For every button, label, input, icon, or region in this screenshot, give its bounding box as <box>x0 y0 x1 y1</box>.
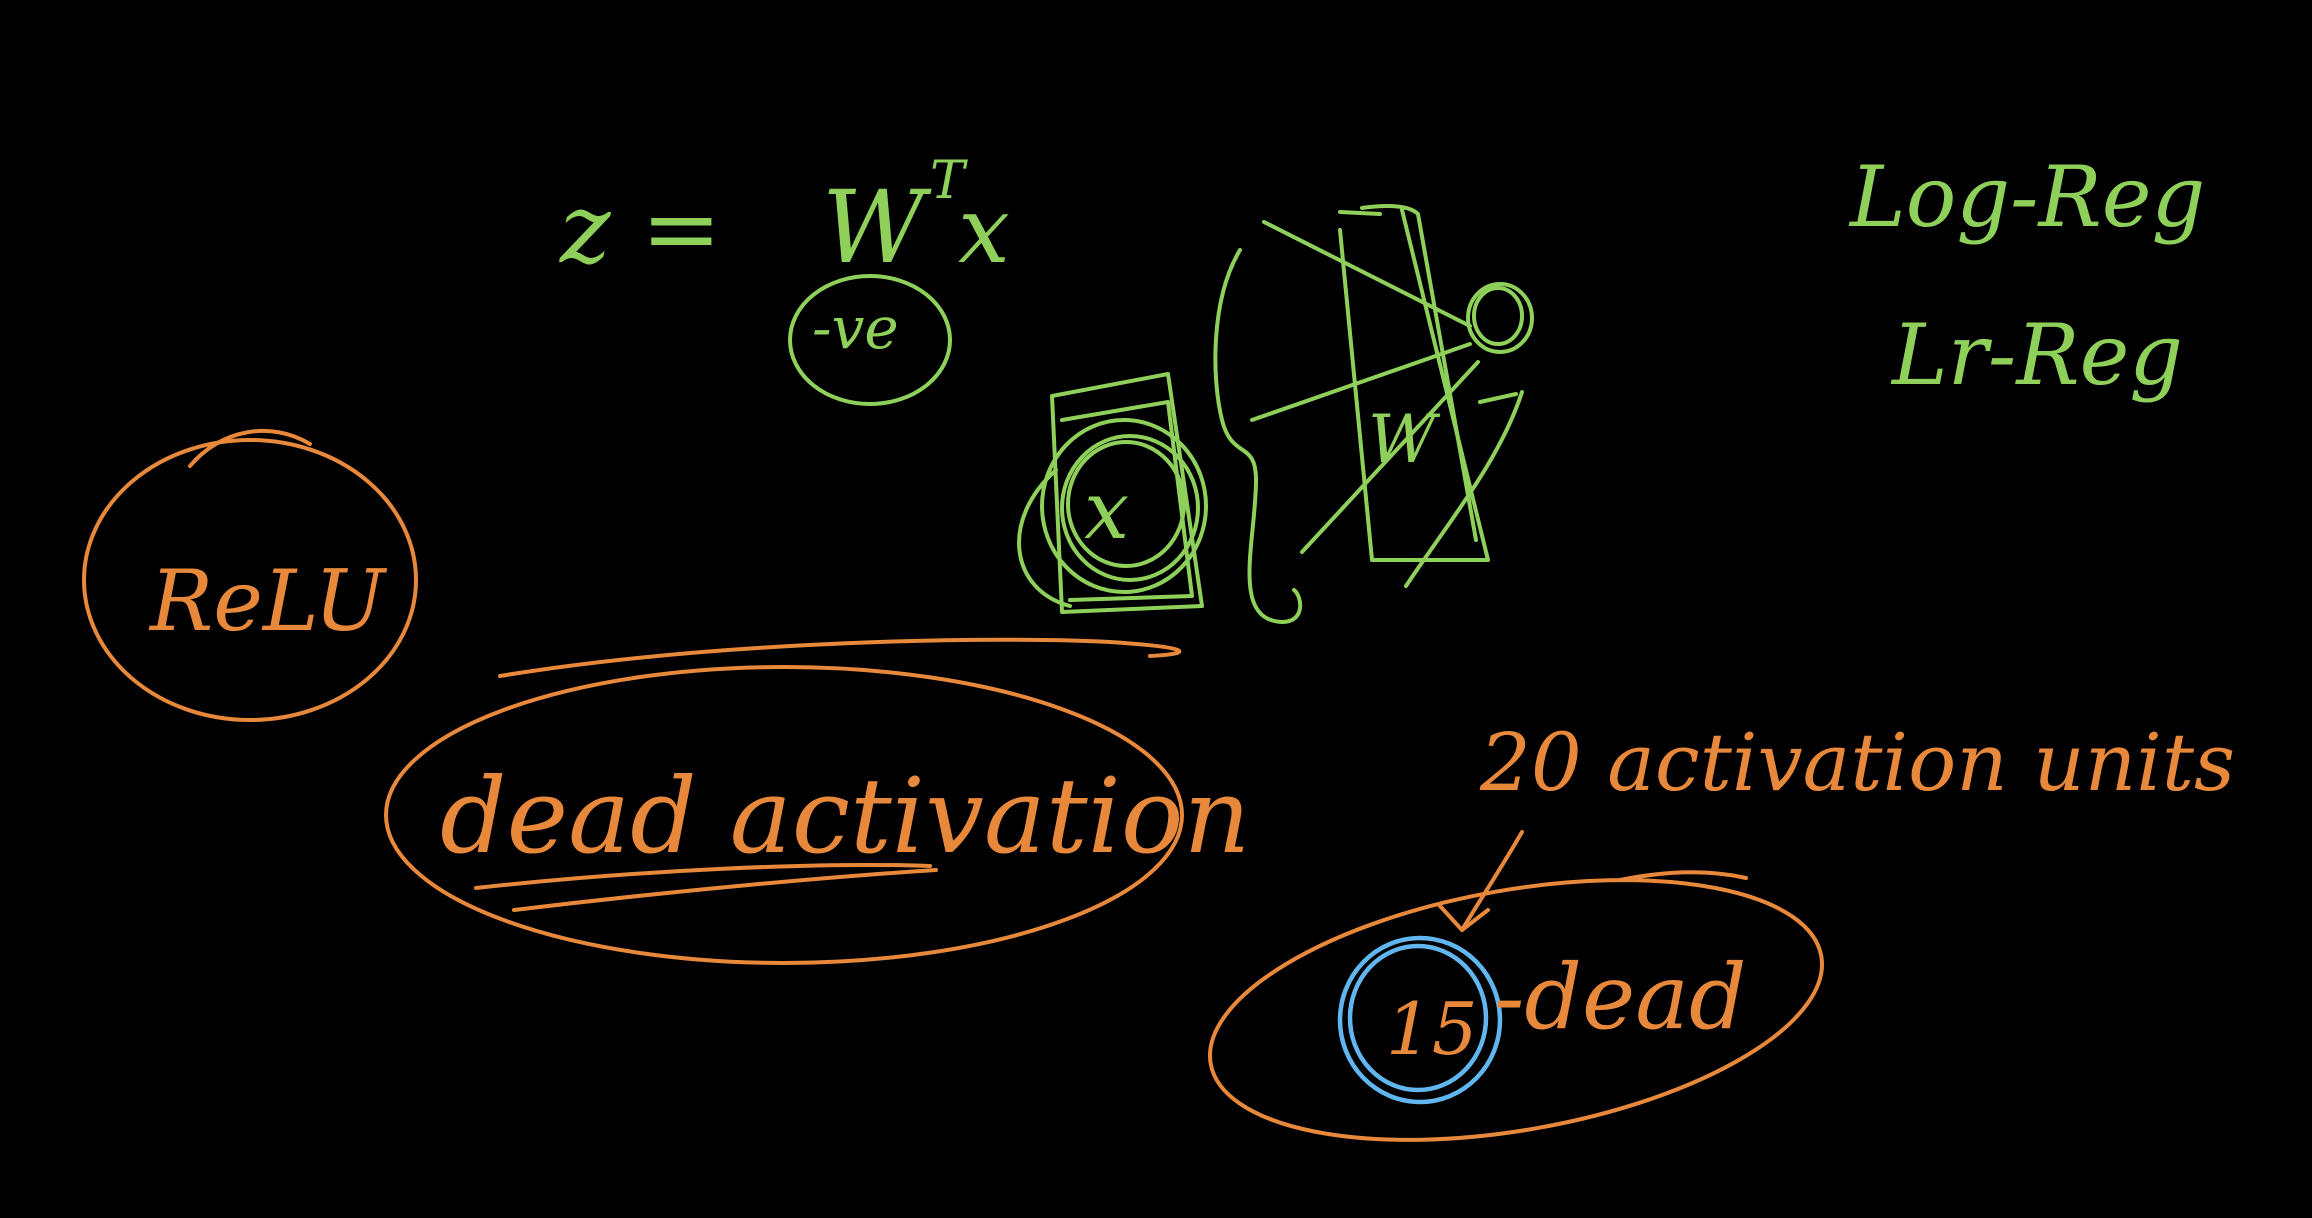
input-circle-outer <box>1040 418 1208 594</box>
dead-activation-ellipse <box>384 665 1184 965</box>
equation-group: z = W T x <box>559 151 1010 286</box>
output-node-circle <box>1466 282 1534 354</box>
relu-circle-tail <box>188 428 312 468</box>
dead-underline-1 <box>474 862 932 890</box>
relu-circle <box>82 438 418 722</box>
network-diagram: x W <box>1017 204 1534 624</box>
output-node-inner <box>1472 286 1524 346</box>
relu-label: ReLU <box>148 552 388 650</box>
input-layer-box <box>1050 372 1204 614</box>
units-arrow-head <box>1438 904 1490 932</box>
dead-activation-oval <box>498 637 1182 678</box>
dead-word: -dead <box>1494 945 1747 1050</box>
note-lr-reg: Lr-Reg <box>1890 306 2183 404</box>
arrow-lower <box>1404 390 1524 588</box>
dead-underline-2 <box>512 868 938 912</box>
hidden-layer-top-line <box>1338 210 1382 216</box>
note-log-reg: Log-Reg <box>1848 148 2205 246</box>
side-notes: Log-Reg Lr-Reg <box>1848 148 2205 404</box>
input-circle-mid <box>1060 434 1200 582</box>
relu-group: ReLU <box>82 428 418 722</box>
dead-count-ellipse-tail <box>1618 870 1748 882</box>
input-circle-inner <box>1066 440 1186 568</box>
equation-lhs: z = <box>559 173 722 285</box>
brace-curve <box>1213 248 1303 624</box>
input-circle-left-arc <box>1017 468 1072 608</box>
dead-activation-label: dead activation <box>440 755 1250 877</box>
units-note-group: 20 activation units <box>1438 716 2235 932</box>
input-label: x <box>1084 464 1129 557</box>
dead-count-circle-outer <box>1337 935 1503 1105</box>
negative-marker: -ve <box>788 274 952 406</box>
dead-count-group: 15 -dead <box>1207 870 1825 1142</box>
arrow-bottom <box>1300 360 1480 554</box>
units-note: 20 activation units <box>1479 716 2235 809</box>
input-layer-box-inner <box>1060 400 1194 602</box>
negative-circle <box>788 274 952 406</box>
dead-activation-group: dead activation <box>384 637 1250 965</box>
equation-x: x <box>958 177 1010 284</box>
dead-count-ellipse <box>1207 878 1825 1142</box>
negative-label: -ve <box>812 294 899 362</box>
equation-transpose: T <box>930 151 968 211</box>
dead-count-number: 15 <box>1386 987 1478 1071</box>
arrow-lower-tail <box>1478 392 1518 404</box>
hidden-layer-box-right <box>1360 204 1478 542</box>
dead-count-circle-inner <box>1347 943 1489 1093</box>
arrow-middle <box>1250 342 1472 422</box>
hidden-layer-box <box>1338 208 1490 562</box>
equation-w: W <box>822 169 932 286</box>
units-arrow <box>1460 830 1524 932</box>
arrow-top <box>1262 220 1472 328</box>
